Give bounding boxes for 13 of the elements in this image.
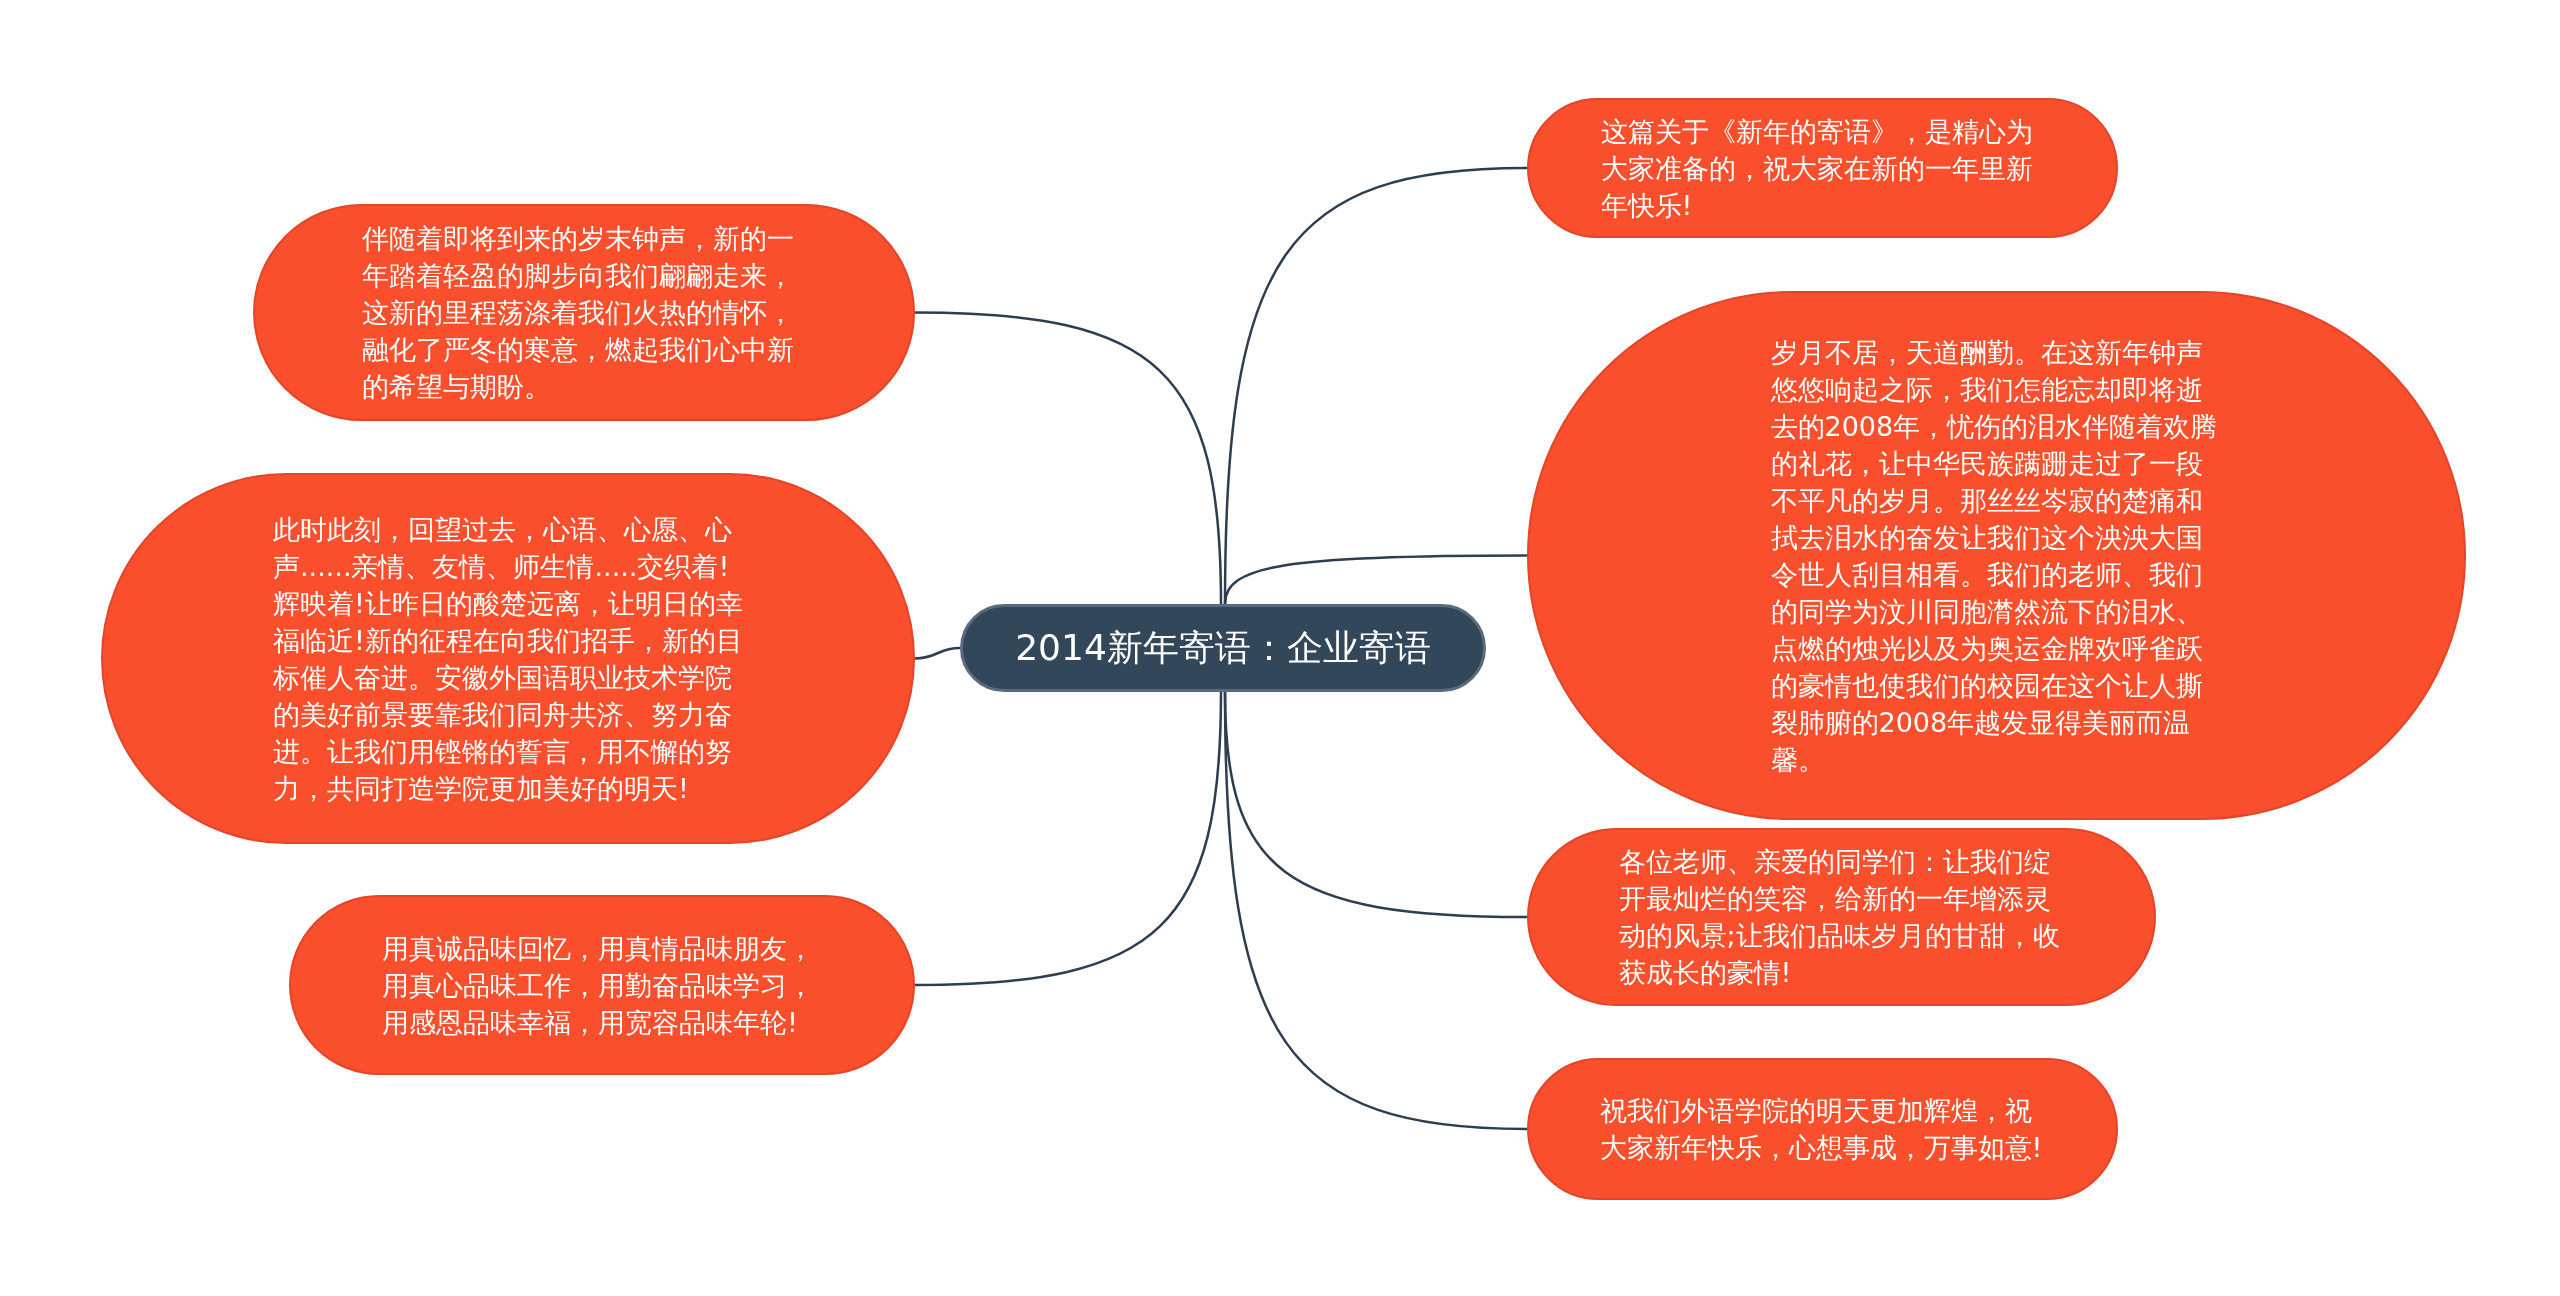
topic-text: 这篇关于《新年的寄语》，是精心为大家准备的，祝大家在新的一年里新年快乐! bbox=[1600, 114, 2034, 223]
connector-line bbox=[914, 311, 1223, 605]
connector-line bbox=[914, 691, 1223, 987]
connector-line bbox=[1223, 554, 1527, 605]
topic-text: 岁月不居，天道酬勤。在这新年钟声悠悠响起之际，我们怎能忘却即将逝去的2008年，忧伤的泪水伴随着欢腾的礼花，让中华民族蹒跚走过了一段不平凡的岁月。那丝丝岑寂的楚痛和拭去泪水的奋发让我们这个泱泱大国令世人刮目相看。我们的老师、我们的同学为汶川同胞潸然流下的泪水、点燃的烛光以及为奥运金牌欢呼雀跃的豪情也使我们的校园在这个让人撕裂肺腑的2008年越发显得美丽而温馨。 bbox=[1770, 335, 2219, 777]
topic-text: 各位老师、亲爱的同学们：让我们绽开最灿烂的笑容，给新的一年增添灵动的风景;让我们品味岁月的甘甜，收获成长的豪情! bbox=[1618, 845, 2061, 990]
topic-text: 此时此刻，回望过去，心语、心愿、心声......亲情、友情、师生情.....交织着!辉映着!让昨日的酸楚远离，让明日的幸福临近!新的征程在向我们招手，新的目标催人奋进。安徽外国语职业技术学院的美好前景要靠我们同舟共济、努力奋进。让我们用铿锵的誓言，用不懈的努力，共同打造学院更加美好的明天! bbox=[273, 512, 743, 806]
connector-line bbox=[1223, 691, 1528, 1131]
topic-text: 伴随着即将到来的岁末钟声，新的一年踏着轻盈的脚步向我们翩翩走来，这新的里程荡涤着我们火热的情怀，融化了严冬的寒意，燃起我们心中新的希望与期盼。 bbox=[362, 222, 795, 404]
topic-text: 祝我们外语学院的明天更加辉煌，祝大家新年快乐，心想事成，万事如意! bbox=[1599, 1094, 2044, 1165]
connector-line bbox=[914, 646, 961, 660]
topic-text: 用真诚品味回忆，用真情品味朋友，用真心品味工作，用勤奋品味学习，用感恩品味幸福，用宽容品味年轮! bbox=[382, 931, 815, 1040]
central-topic-text: 2014新年寄语：企业寄语 bbox=[1015, 626, 1431, 670]
